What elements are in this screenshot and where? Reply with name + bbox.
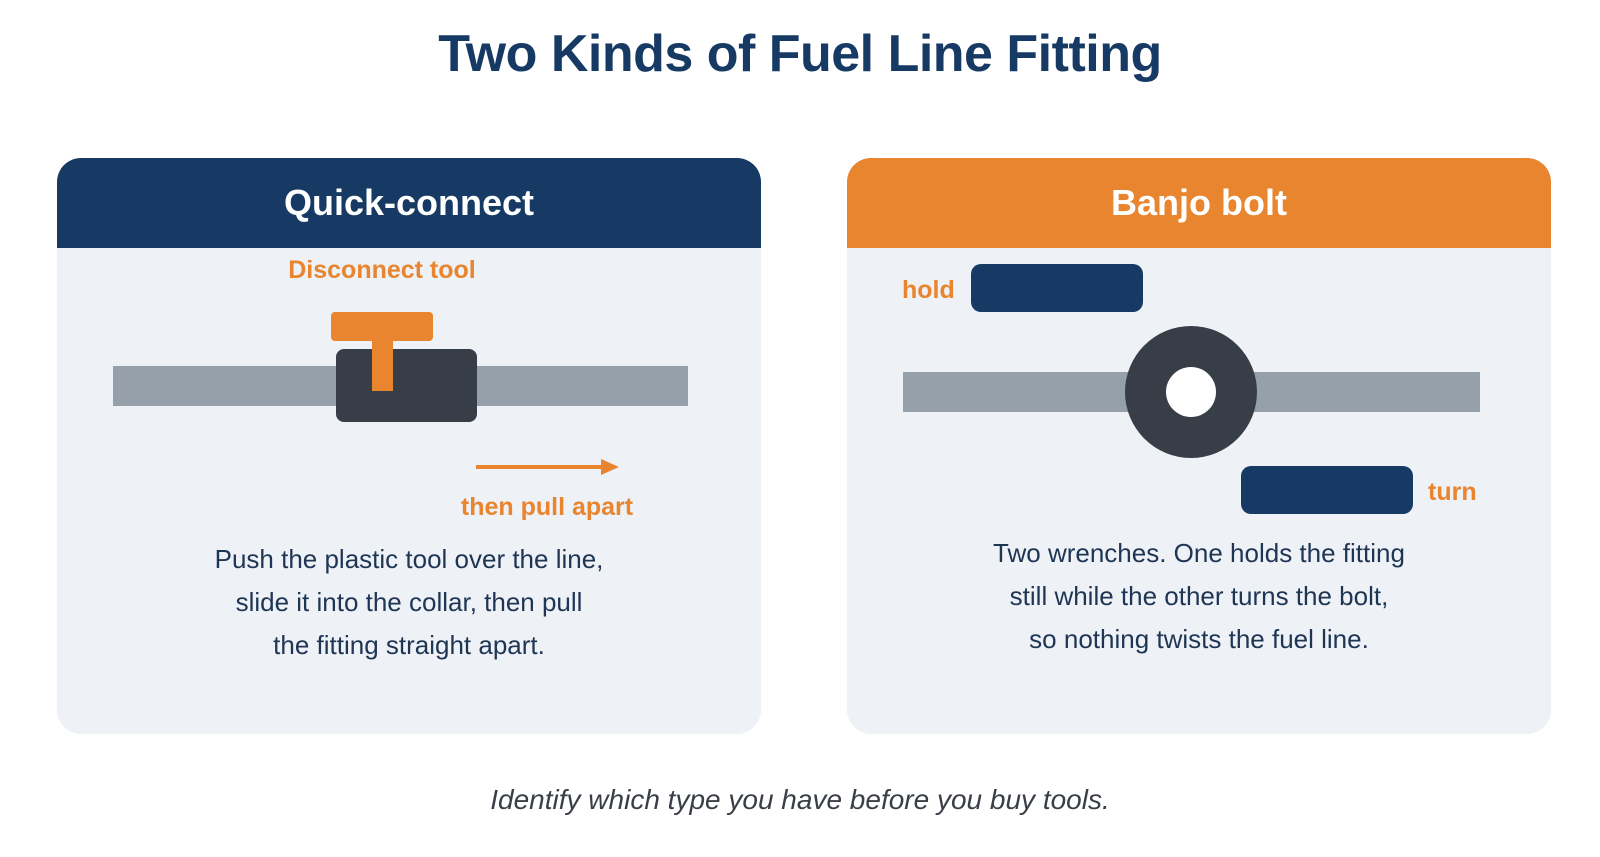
banjo-bolt-description: Two wrenches. One holds the fitting stil… bbox=[887, 532, 1511, 661]
description-line: Push the plastic tool over the line, bbox=[214, 544, 604, 574]
description-line: slide it into the collar, then pull bbox=[235, 587, 583, 617]
turn-label: turn bbox=[1428, 478, 1477, 506]
disconnect-tool-stem bbox=[372, 338, 393, 391]
description-line: still while the other turns the bolt, bbox=[1009, 581, 1389, 611]
quick-connect-description: Push the plastic tool over the line, sli… bbox=[97, 538, 721, 667]
turn-wrench bbox=[1241, 466, 1413, 514]
banjo-bolt-panel: Banjo bolt hold turn Two wrenches. One h… bbox=[847, 158, 1551, 734]
description-line: so nothing twists the fuel line. bbox=[1029, 624, 1369, 654]
banjo-bolt-diagram: hold turn bbox=[902, 264, 1480, 514]
banjo-bolt-hole bbox=[1166, 367, 1216, 417]
quick-connect-heading: Quick-connect bbox=[57, 158, 761, 248]
page-title: Two Kinds of Fuel Line Fitting bbox=[438, 25, 1162, 83]
pull-apart-label: then pull apart bbox=[461, 493, 634, 521]
hold-label: hold bbox=[902, 276, 955, 304]
description-line: Two wrenches. One holds the fitting bbox=[993, 538, 1405, 568]
disconnect-tool-handle bbox=[331, 312, 433, 341]
disconnect-tool-label: Disconnect tool bbox=[288, 256, 476, 284]
fitting-collar bbox=[336, 349, 477, 422]
footer-note: Identify which type you have before you … bbox=[490, 784, 1110, 815]
quick-connect-diagram: Disconnect tool then pull apart bbox=[113, 256, 688, 521]
banjo-bolt-heading: Banjo bolt bbox=[847, 158, 1551, 248]
pull-arrow-icon bbox=[476, 459, 619, 475]
description-line: the fitting straight apart. bbox=[273, 630, 545, 660]
hold-wrench bbox=[971, 264, 1143, 312]
quick-connect-panel: Quick-connect Disconnect tool then pull … bbox=[57, 158, 761, 734]
